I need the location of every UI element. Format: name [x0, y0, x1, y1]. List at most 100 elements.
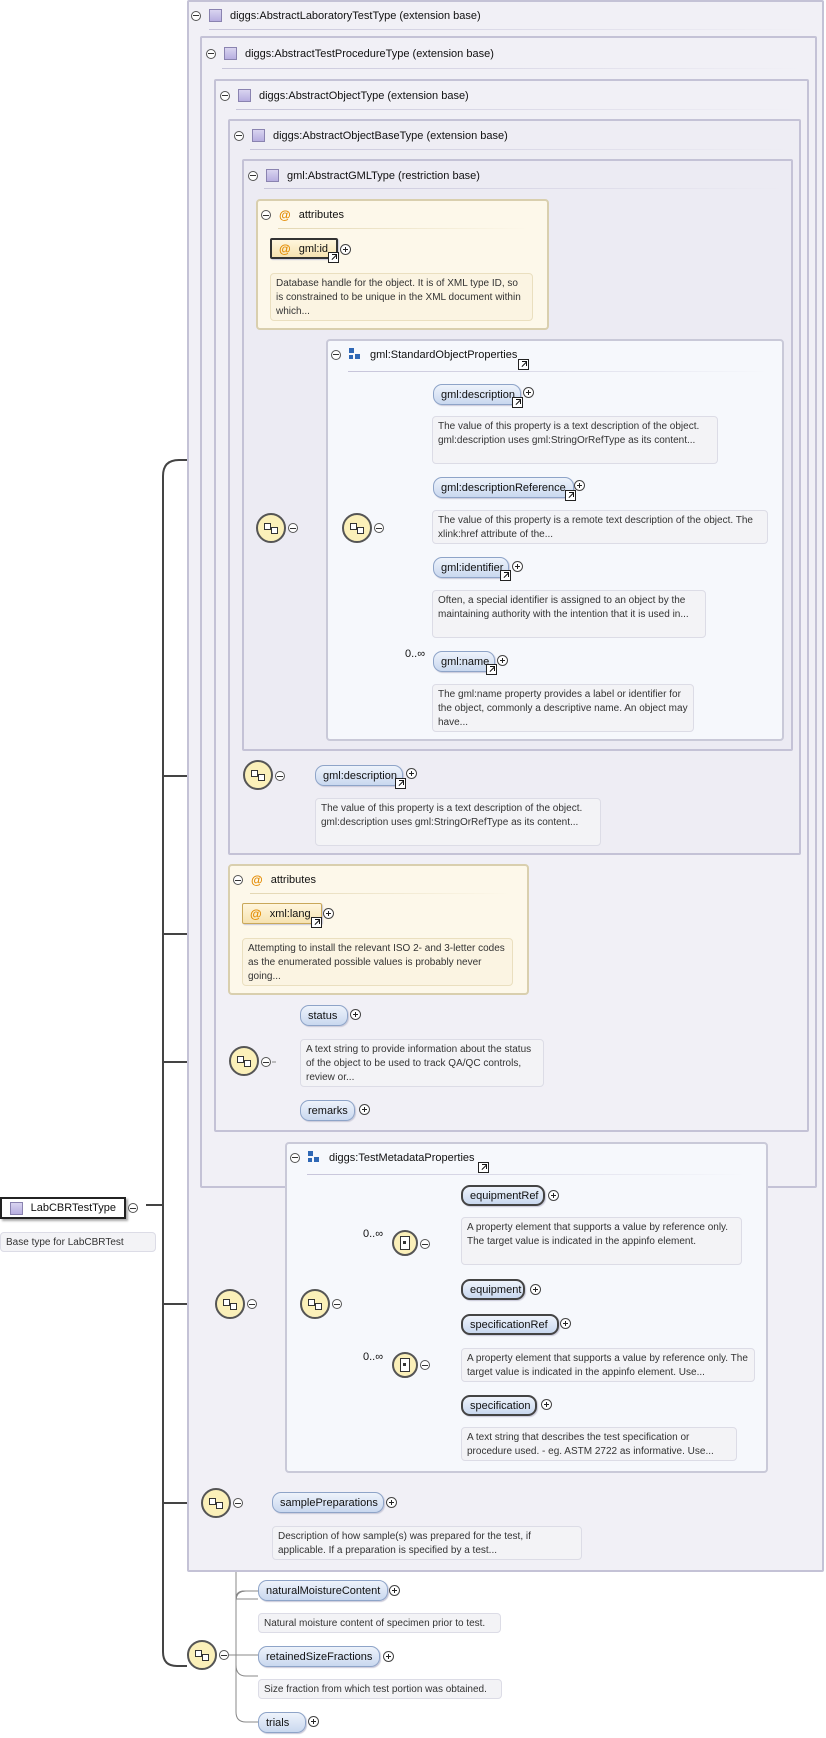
- element-status[interactable]: status: [300, 1005, 348, 1026]
- element-name: specificationRef: [470, 1318, 548, 1331]
- collapse-icon[interactable]: [191, 10, 201, 21]
- reference-link-icon[interactable]: [311, 917, 322, 928]
- expand-icon[interactable]: [560, 1318, 571, 1329]
- attribute-description: Attempting to install the relevant ISO 2…: [242, 938, 513, 986]
- collapse-icon[interactable]: [332, 1299, 342, 1309]
- collapse-icon[interactable]: [233, 1498, 243, 1508]
- collapse-icon[interactable]: [128, 1203, 138, 1213]
- collapse-icon[interactable]: [234, 130, 244, 141]
- choice-compositor-icon[interactable]: [392, 1352, 418, 1378]
- collapse-icon[interactable]: [331, 349, 341, 360]
- divider: [222, 68, 802, 69]
- reference-link-icon[interactable]: [512, 397, 523, 408]
- expand-icon[interactable]: [389, 1585, 400, 1596]
- base-title: diggs:AbstractTestProcedureType (extensi…: [245, 47, 494, 60]
- divider: [348, 371, 768, 372]
- reference-link-icon[interactable]: [486, 664, 497, 675]
- complex-type-icon: [238, 89, 251, 102]
- element-specification-ref[interactable]: specificationRef: [461, 1314, 559, 1335]
- element-name: gml:description: [323, 769, 397, 782]
- collapse-icon[interactable]: [374, 523, 384, 533]
- divider: [278, 228, 528, 229]
- sequence-compositor-icon[interactable]: [300, 1289, 330, 1319]
- reference-link-icon[interactable]: [395, 778, 406, 789]
- element-natural-moisture-content[interactable]: naturalMoistureContent: [258, 1580, 388, 1601]
- expand-icon[interactable]: [497, 655, 508, 666]
- expand-icon[interactable]: [383, 1651, 394, 1662]
- sequence-compositor-icon[interactable]: [201, 1488, 231, 1518]
- expand-icon[interactable]: [541, 1399, 552, 1410]
- element-description: The value of this property is a remote t…: [432, 510, 768, 544]
- collapse-icon[interactable]: [206, 48, 216, 59]
- collapse-icon[interactable]: [219, 1650, 229, 1660]
- sequence-compositor-icon[interactable]: [229, 1046, 259, 1076]
- element-name: naturalMoistureContent: [266, 1584, 381, 1597]
- element-description: A property element that supports a value…: [461, 1217, 742, 1265]
- root-type-box[interactable]: LabCBRTestType: [0, 1197, 126, 1219]
- collapse-icon[interactable]: [261, 210, 271, 220]
- sequence-compositor-icon[interactable]: [243, 760, 273, 790]
- xml-lang-attribute[interactable]: @ xml:lang: [242, 903, 322, 924]
- collapse-icon[interactable]: [420, 1239, 430, 1249]
- element-gml-description[interactable]: gml:description: [433, 384, 521, 405]
- collapse-icon[interactable]: [233, 875, 243, 885]
- expand-icon[interactable]: [340, 244, 351, 255]
- collapse-icon[interactable]: [261, 1057, 271, 1067]
- complex-type-icon: [266, 169, 279, 182]
- occurrence-label: 0..∞: [363, 1228, 384, 1240]
- collapse-icon[interactable]: [220, 90, 230, 101]
- reference-link-icon[interactable]: [500, 570, 511, 581]
- sequence-compositor-icon[interactable]: [187, 1640, 217, 1670]
- collapse-icon[interactable]: [247, 1299, 257, 1309]
- collapse-icon[interactable]: [275, 771, 285, 781]
- element-specification[interactable]: specification: [461, 1395, 537, 1416]
- root-type-name: LabCBRTestType: [30, 1202, 116, 1214]
- element-gml-identifier[interactable]: gml:identifier: [433, 557, 509, 578]
- element-retained-size-fractions[interactable]: retainedSizeFractions: [258, 1646, 380, 1667]
- reference-link-icon[interactable]: [518, 359, 529, 370]
- complex-type-icon: [224, 47, 237, 60]
- expand-icon[interactable]: [574, 480, 585, 491]
- element-trials[interactable]: trials: [258, 1712, 306, 1733]
- expand-icon[interactable]: [323, 908, 334, 919]
- reference-link-icon[interactable]: [328, 252, 339, 263]
- element-name: remarks: [308, 1104, 348, 1117]
- expand-icon[interactable]: [359, 1104, 370, 1115]
- element-equipment[interactable]: equipment: [461, 1279, 525, 1300]
- element-description: The value of this property is a text des…: [315, 798, 601, 846]
- expand-icon[interactable]: [523, 387, 534, 398]
- expand-icon[interactable]: [530, 1284, 541, 1295]
- collapse-icon[interactable]: [288, 523, 298, 533]
- sequence-compositor-icon[interactable]: [342, 513, 372, 543]
- collapse-icon[interactable]: [420, 1360, 430, 1370]
- element-description: A text string that describes the test sp…: [461, 1427, 737, 1461]
- expand-icon[interactable]: [386, 1497, 397, 1508]
- element-gml-description-reference[interactable]: gml:descriptionReference: [433, 477, 574, 498]
- element-description: Size fraction from which test portion wa…: [258, 1679, 502, 1699]
- element-gml-name[interactable]: gml:name: [433, 651, 495, 672]
- sequence-compositor-icon[interactable]: [215, 1289, 245, 1319]
- expand-icon[interactable]: [308, 1716, 319, 1727]
- element-description: Natural moisture content of specimen pri…: [258, 1613, 501, 1633]
- expand-icon[interactable]: [548, 1190, 559, 1201]
- sequence-compositor-icon[interactable]: [256, 513, 286, 543]
- reference-link-icon[interactable]: [478, 1162, 489, 1173]
- expand-icon[interactable]: [350, 1009, 361, 1020]
- choice-compositor-icon[interactable]: [392, 1230, 418, 1256]
- collapse-icon[interactable]: [290, 1152, 300, 1163]
- expand-icon[interactable]: [406, 768, 417, 779]
- attribute-name: gml:id: [298, 242, 329, 255]
- reference-link-icon[interactable]: [565, 490, 576, 501]
- element-sample-preparations[interactable]: samplePreparations: [272, 1492, 384, 1513]
- element-remarks[interactable]: remarks: [300, 1100, 355, 1121]
- gml-id-attribute[interactable]: @ gml:id: [270, 238, 338, 259]
- collapse-icon[interactable]: [248, 170, 258, 181]
- base-header: diggs:AbstractObjectBaseType (extension …: [234, 129, 508, 142]
- attribute-icon: @: [251, 873, 263, 887]
- group-icon: [349, 348, 362, 361]
- divider: [236, 109, 796, 110]
- group-title: gml:StandardObjectProperties: [370, 348, 518, 361]
- element-equipment-ref[interactable]: equipmentRef: [461, 1185, 545, 1206]
- expand-icon[interactable]: [512, 561, 523, 572]
- element-gml-description[interactable]: gml:description: [315, 765, 403, 786]
